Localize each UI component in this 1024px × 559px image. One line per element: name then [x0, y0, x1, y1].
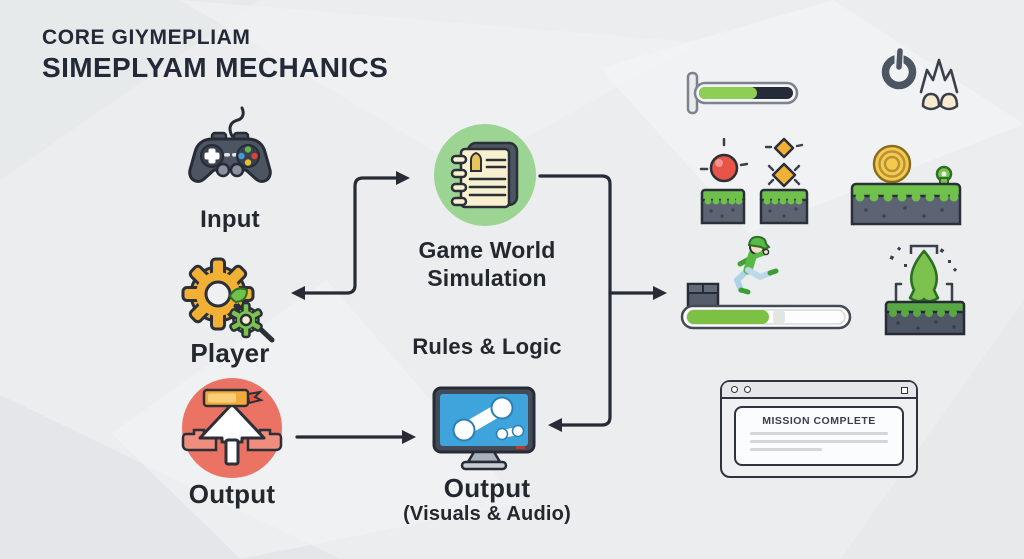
window-maximize-icon — [901, 387, 908, 394]
arrow-input-to-simulation — [298, 176, 401, 295]
player-label: Player — [190, 338, 270, 368]
page-title: CORE GIYMEPLIAM SIMEPLYAM MECHANICS — [42, 26, 388, 84]
emitter-icon — [181, 378, 283, 478]
arrowhead-right — [653, 286, 667, 300]
arrowhead-left — [291, 286, 305, 300]
crate-icon — [686, 282, 720, 310]
gems-platform-icon — [759, 137, 809, 225]
crown-eggs-icon — [919, 58, 959, 111]
runner-progress-group — [680, 235, 852, 330]
placeholder-line — [750, 447, 822, 451]
game-world-label: Game World Simulation — [407, 236, 567, 292]
input-label: Input — [200, 206, 260, 233]
arrowhead-right — [402, 430, 416, 444]
monitor-share-icon — [432, 386, 536, 471]
health-bar-icon — [686, 71, 799, 115]
arrowhead-left — [548, 418, 562, 432]
title-line-2: SIMEPLYAM MECHANICS — [42, 52, 389, 83]
window-dot-icon — [731, 386, 738, 393]
mission-complete-text: MISSION COMPLETE — [762, 415, 876, 427]
placeholder-line — [750, 431, 888, 435]
rules-logic-label: Rules & Logic — [412, 334, 562, 359]
window-dot-icon — [744, 386, 751, 393]
mission-window: MISSION COMPLETE — [720, 380, 918, 478]
output-av-label: Output — [443, 473, 531, 503]
runner-icon — [734, 235, 779, 295]
placeholder-line — [750, 439, 888, 443]
progress-bar-icon — [680, 304, 852, 330]
game-world-label-line1: Game World — [418, 237, 556, 263]
gamepad-icon — [188, 106, 272, 183]
power-icon — [881, 48, 917, 90]
mission-window-panel: MISSION COMPLETE — [734, 406, 904, 466]
coin-platform-icon — [850, 144, 962, 226]
mission-window-titlebar — [722, 382, 916, 399]
title-line-1: CORE GIYMEPLIAM — [42, 26, 251, 49]
game-world-label-line2: Simulation — [427, 265, 547, 291]
arrowhead-right — [396, 171, 410, 185]
output-left-label: Output — [188, 479, 276, 509]
gear-wrench-icon — [181, 257, 275, 343]
output-av-sublabel: (Visuals & Audio) — [403, 503, 571, 525]
level-up-block-icon — [884, 244, 966, 336]
notebook-icon — [434, 124, 536, 226]
powerup-orb-platform-icon — [699, 138, 748, 225]
arrow-simulation-loop — [538, 174, 612, 427]
